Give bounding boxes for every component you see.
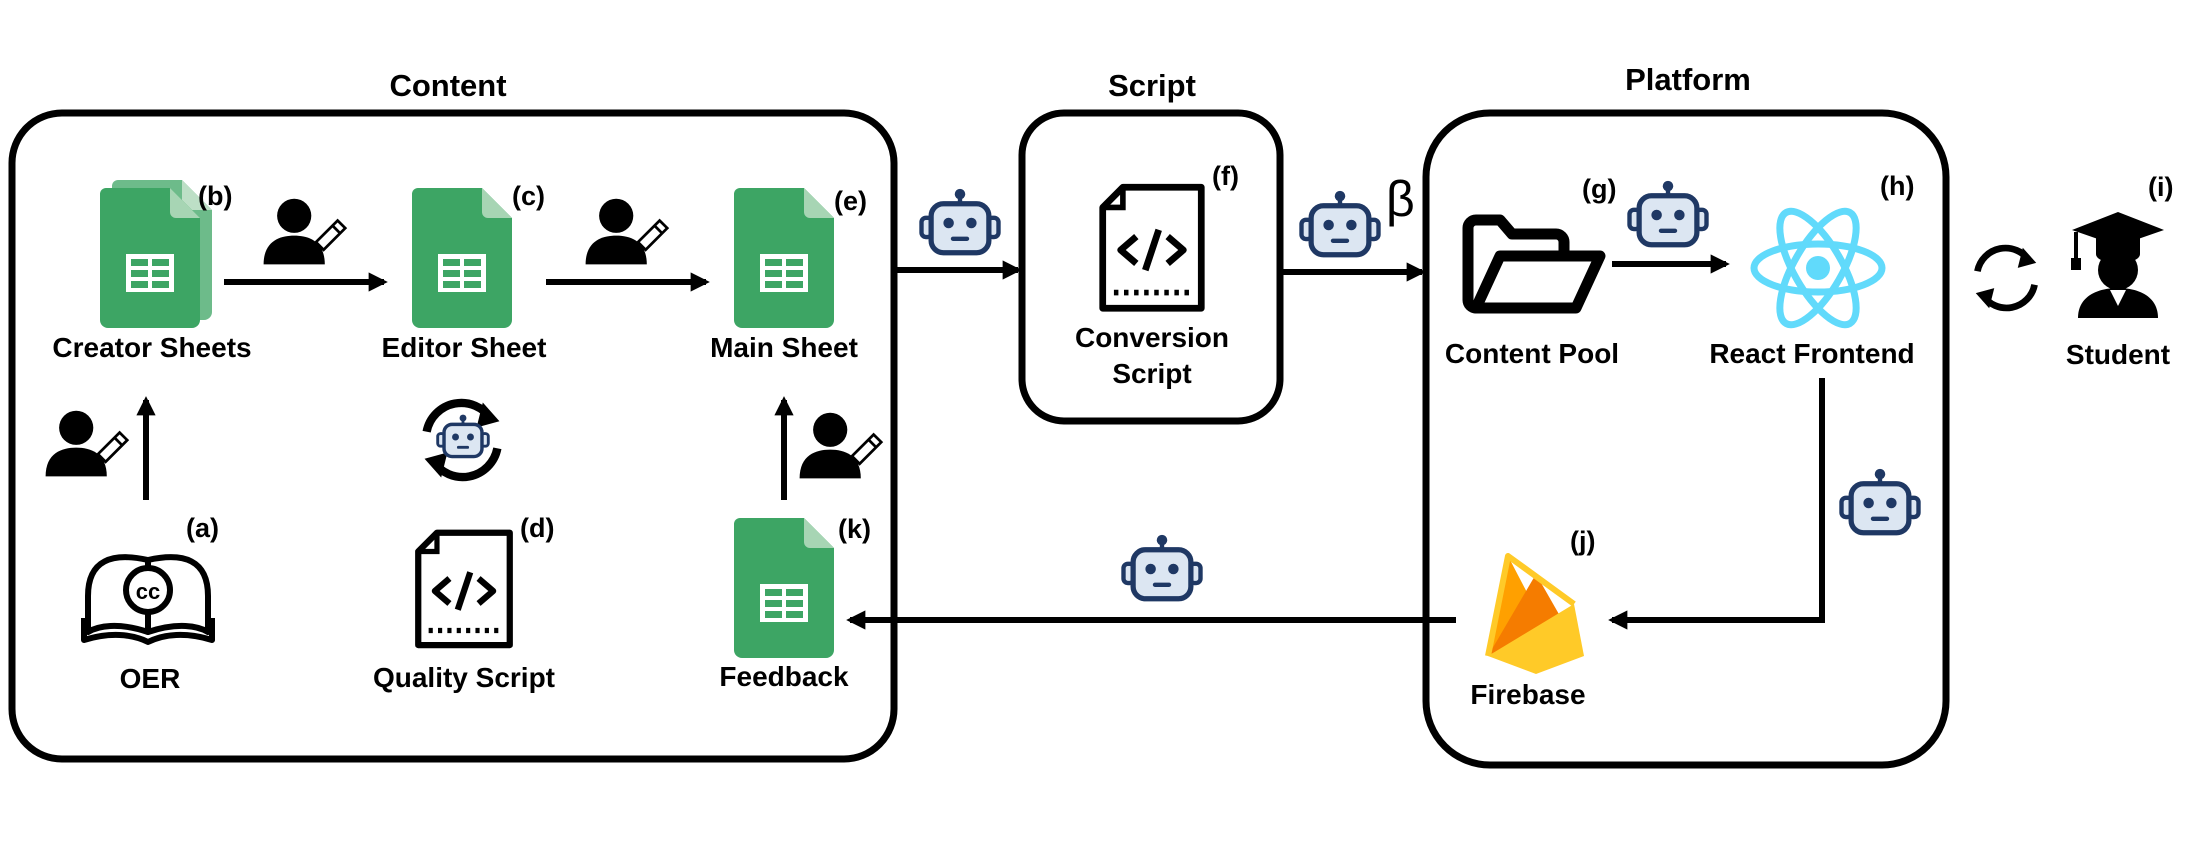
robot-icon: [1630, 181, 1707, 245]
main-sheet-icon: [734, 188, 834, 328]
beta-symbol: β: [1386, 171, 1415, 227]
label-conversion-script-line1: Conversion: [1075, 322, 1229, 353]
label-conversion-script-line2: Script: [1112, 358, 1191, 389]
label-quality-script: Quality Script: [373, 662, 555, 693]
tag-b: (b): [198, 181, 232, 211]
student-icon: [2071, 212, 2164, 318]
label-feedback: Feedback: [719, 661, 849, 692]
code-file-icon: [1103, 187, 1202, 308]
tag-e: (e): [834, 186, 867, 216]
person-edit-icon: [44, 409, 129, 478]
tag-a: (a): [186, 513, 219, 543]
robot-icon: [1842, 469, 1919, 533]
person-edit-icon: [798, 411, 883, 480]
tag-k: (k): [838, 514, 871, 544]
label-react-frontend: React Frontend: [1709, 338, 1914, 369]
feedback-sheet-icon: [734, 518, 834, 658]
open-book-cc-icon: cc: [81, 554, 215, 645]
person-edit-icon: [262, 197, 347, 266]
robot-icon: [1124, 535, 1201, 599]
editor-sheet-icon: [412, 188, 512, 328]
tag-c: (c): [512, 181, 545, 211]
label-creator-sheets: Creator Sheets: [52, 332, 251, 363]
script-container: [1018, 109, 1284, 425]
tag-f: (f): [1212, 161, 1239, 191]
tag-j: (j): [1570, 526, 1595, 556]
folder-icon: [1462, 214, 1606, 314]
firebase-icon: [1485, 553, 1584, 674]
cc-mark: cc: [136, 579, 160, 604]
person-edit-icon: [584, 197, 669, 266]
label-firebase: Firebase: [1470, 679, 1585, 710]
section-title-content: Content: [389, 68, 506, 103]
label-editor-sheet: Editor Sheet: [382, 332, 547, 363]
label-oer: OER: [120, 663, 181, 694]
tag-h: (h): [1880, 171, 1914, 201]
section-title-script: Script: [1108, 68, 1196, 103]
sync-icon: [1976, 248, 2036, 308]
label-student: Student: [2066, 339, 2170, 370]
section-title-platform: Platform: [1625, 62, 1751, 97]
label-main-sheet: Main Sheet: [710, 332, 858, 363]
label-content-pool: Content Pool: [1445, 338, 1619, 369]
tag-d: (d): [520, 513, 554, 543]
tag-i: (i): [2148, 172, 2173, 202]
robot-icon: [922, 189, 999, 253]
creator-sheets-icon: [100, 180, 212, 328]
robot-icon: [1302, 191, 1379, 255]
react-icon: [1750, 207, 1886, 329]
arrow-react-to-firebase: [1608, 378, 1825, 630]
platform-container: [1422, 109, 1950, 769]
code-file-icon: [418, 533, 510, 645]
tag-g: (g): [1582, 174, 1616, 204]
content-container: [8, 109, 898, 763]
